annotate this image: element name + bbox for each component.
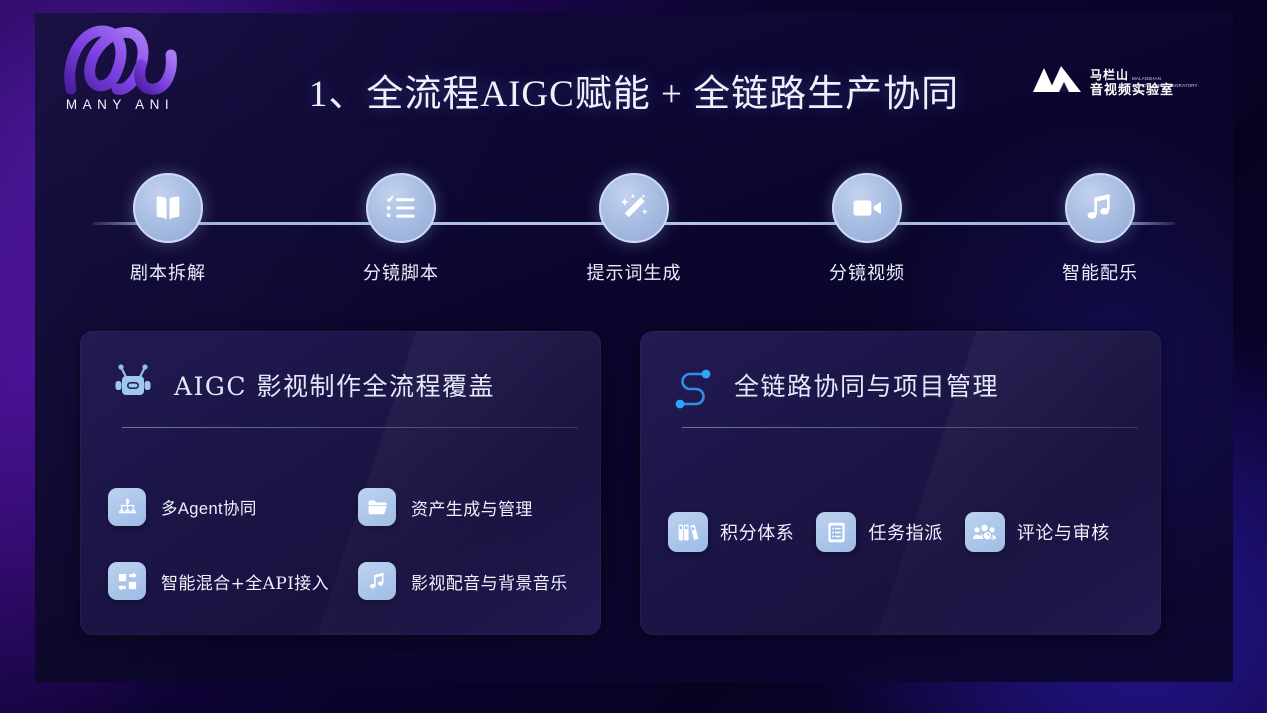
timeline-node-circle bbox=[366, 173, 436, 243]
task-list-icon-glyph bbox=[828, 522, 845, 542]
feature-voiceover-music[interactable]: 影视配音与背景音乐 bbox=[358, 562, 598, 600]
page-title: 1、全流程AIGC赋能 + 全链路生产协同 bbox=[308, 74, 960, 115]
card-title: AIGC 影视制作全流程覆盖 bbox=[174, 372, 495, 401]
task-list-icon bbox=[816, 512, 857, 552]
brand-cn-line2: 音视频实验室 bbox=[1090, 83, 1175, 99]
timeline-node-prompt[interactable]: 提示词生成 bbox=[559, 173, 709, 285]
timeline-node-label: 剧本拆解 bbox=[130, 263, 206, 284]
timeline-node-script[interactable]: 剧本拆解 bbox=[93, 173, 243, 285]
card-header: AIGC 影视制作全流程覆盖 bbox=[108, 357, 573, 413]
feature-label: 智能混合+全API接入 bbox=[161, 573, 330, 594]
book-icon bbox=[156, 196, 180, 220]
music-note-icon-glyph bbox=[369, 572, 384, 588]
robot-icon bbox=[108, 360, 158, 410]
brand-en-line1: MALANSHAN bbox=[1132, 75, 1162, 81]
feature-hybrid-api[interactable]: 智能混合+全API接入 bbox=[108, 562, 358, 600]
feature-label: 影视配音与背景音乐 bbox=[411, 573, 568, 594]
brand-logo-manyani: MANY ANI bbox=[35, 21, 210, 133]
puzzle-shuffle-icon bbox=[108, 562, 146, 600]
music-note-icon bbox=[1087, 194, 1110, 219]
timeline-node-circle bbox=[133, 173, 203, 243]
timeline-node-circle bbox=[599, 173, 669, 243]
timeline-node-storyboard[interactable]: 分镜脚本 bbox=[326, 173, 476, 285]
video-camera-icon bbox=[853, 200, 882, 216]
checklist-icon bbox=[386, 195, 415, 218]
org-chart-icon bbox=[108, 488, 146, 526]
books-icon-glyph bbox=[678, 524, 698, 540]
chip-task-assignment[interactable]: 任务指派 bbox=[816, 512, 942, 552]
feature-grid: 多Agent协同 资产生成与管理 bbox=[108, 470, 573, 618]
review-users-icon-glyph bbox=[973, 524, 997, 541]
timeline-node-music[interactable]: 智能配乐 bbox=[1025, 173, 1175, 285]
puzzle-shuffle-icon-glyph bbox=[118, 571, 136, 591]
mountain-logo-icon bbox=[1033, 66, 1081, 92]
feature-label: 资产生成与管理 bbox=[411, 499, 533, 520]
chip-points-system[interactable]: 积分体系 bbox=[668, 512, 794, 552]
feature-asset-management[interactable]: 资产生成与管理 bbox=[358, 488, 598, 526]
card-aigc-coverage: AIGC 影视制作全流程覆盖 bbox=[80, 331, 601, 635]
many-ani-mark-icon bbox=[64, 25, 177, 95]
chip-label: 积分体系 bbox=[720, 523, 795, 544]
timeline-node-circle bbox=[832, 173, 902, 243]
org-chart-icon-glyph bbox=[118, 497, 136, 513]
card-title: 全链路协同与项目管理 bbox=[734, 372, 1000, 401]
brand-cn-line1: 马栏山 bbox=[1090, 68, 1130, 83]
card-divider bbox=[682, 427, 1138, 428]
cards-row: AIGC 影视制作全流程覆盖 bbox=[80, 331, 1188, 635]
feature-label: 多Agent协同 bbox=[161, 500, 257, 518]
slide-panel: MANY ANI 1、全流程AIGC赋能 + 全链路生产协同 马栏山 MALAN… bbox=[35, 13, 1233, 682]
brand-wordmark: MANY ANI bbox=[65, 97, 175, 112]
review-users-icon bbox=[964, 512, 1005, 552]
chip-review-audit[interactable]: 评论与审核 bbox=[964, 512, 1110, 552]
timeline-node-label: 分镜脚本 bbox=[363, 263, 439, 284]
flow-link-icon bbox=[668, 360, 718, 410]
chip-row: 积分体系 bbox=[668, 512, 1133, 552]
flow-link-icon-glyph bbox=[675, 369, 711, 409]
card-header: 全链路协同与项目管理 bbox=[668, 357, 1133, 413]
books-icon bbox=[668, 512, 708, 552]
chip-label: 评论与审核 bbox=[1016, 523, 1110, 544]
timeline-node-label: 分镜视频 bbox=[829, 263, 905, 284]
process-timeline: 剧本拆解 分镜脚本 bbox=[35, 173, 1233, 308]
music-note-icon bbox=[358, 562, 396, 600]
timeline-node-circle bbox=[1065, 173, 1135, 243]
robot-icon-glyph bbox=[115, 364, 151, 395]
brand-logo-malanshan: 马栏山 MALANSHAN 音视频实验室 AUDIO&VIDEO LABORAT… bbox=[1031, 58, 1211, 100]
folder-open-icon-glyph bbox=[367, 499, 387, 514]
brand-en-line2: AUDIO&VIDEO LABORATORY bbox=[1132, 83, 1198, 89]
card-divider bbox=[122, 427, 578, 428]
timeline-node-video[interactable]: 分镜视频 bbox=[792, 173, 942, 285]
folder-open-icon bbox=[358, 488, 396, 526]
chip-label: 任务指派 bbox=[868, 523, 943, 544]
timeline-node-label: 智能配乐 bbox=[1062, 263, 1138, 284]
magic-wand-icon bbox=[620, 193, 648, 218]
timeline-node-label: 提示词生成 bbox=[586, 263, 682, 284]
card-collaboration: 全链路协同与项目管理 bbox=[640, 331, 1161, 635]
feature-multi-agent[interactable]: 多Agent协同 bbox=[108, 488, 358, 526]
